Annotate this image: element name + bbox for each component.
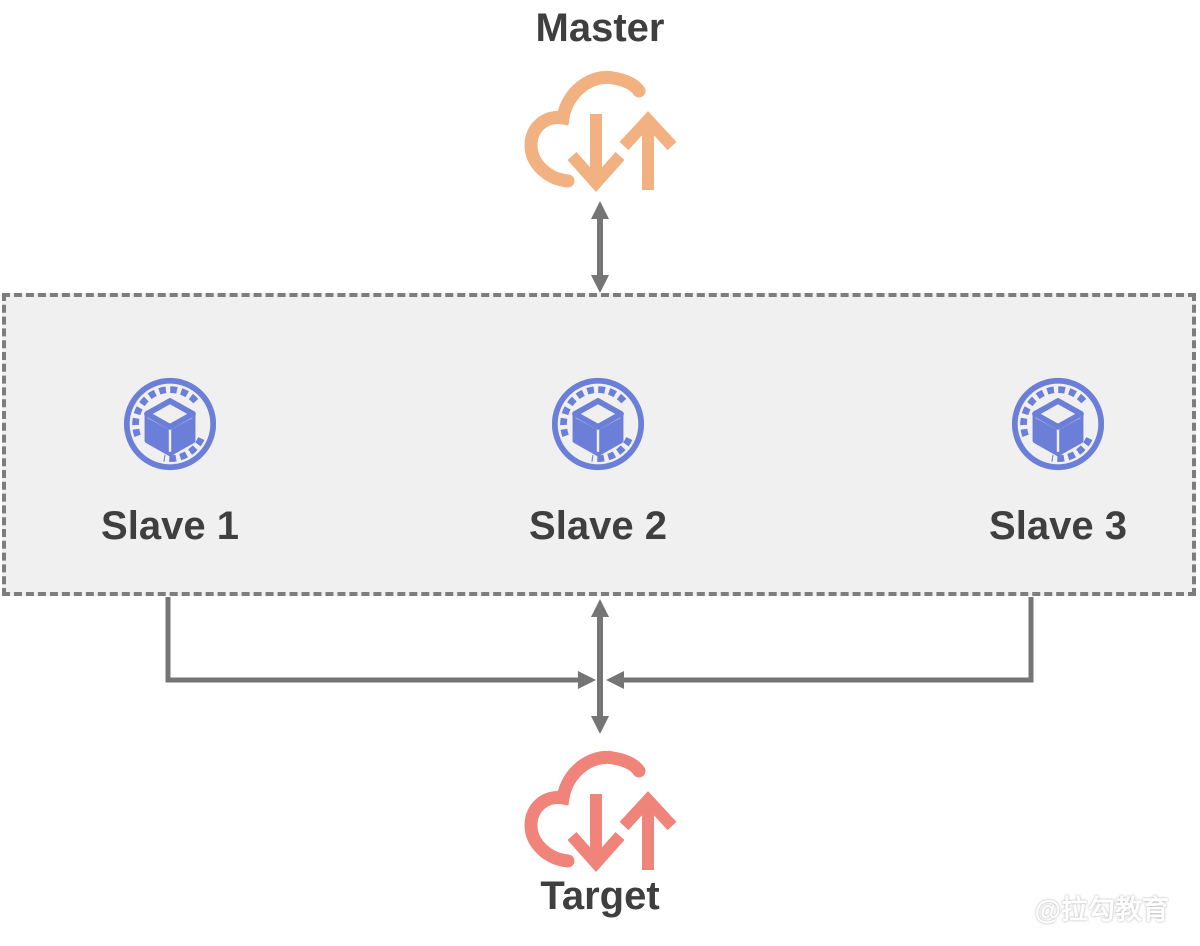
slave1-to-center-connector: [165, 597, 596, 689]
slave-node-label: Slave 3: [989, 504, 1127, 548]
download-arrow-head: [567, 832, 625, 873]
slave3-to-center-connector: [606, 597, 1034, 689]
upload-arrow-head: [619, 111, 677, 151]
cube-registry-icon: [123, 377, 217, 471]
master-box-double-arrow: [591, 201, 609, 293]
download-arrow-head: [567, 152, 625, 193]
cube-registry-icon: [1011, 377, 1105, 471]
watermark-text: @拉勾教育: [1034, 895, 1169, 925]
target-cloud-sync-icon: [524, 750, 677, 873]
cube-registry-icon: [551, 377, 645, 471]
slave-node-label: Slave 2: [529, 504, 667, 548]
master-node-label: Master: [535, 6, 665, 50]
slave-node-label: Slave 1: [101, 504, 239, 548]
cloud-outline: [524, 70, 646, 188]
slave-node-1: Slave 1: [70, 376, 270, 549]
upload-arrow-head: [619, 791, 677, 831]
slave-node-3: Slave 3: [958, 376, 1158, 549]
slave-node-2: Slave 2: [498, 376, 698, 549]
box-target-double-arrow: [591, 599, 609, 734]
master-cloud-sync-icon: [524, 70, 677, 193]
slave-cluster-box: Slave 1 Slave 2: [2, 293, 1196, 596]
cloud-outline: [524, 750, 646, 868]
target-node-label: Target: [540, 874, 660, 918]
